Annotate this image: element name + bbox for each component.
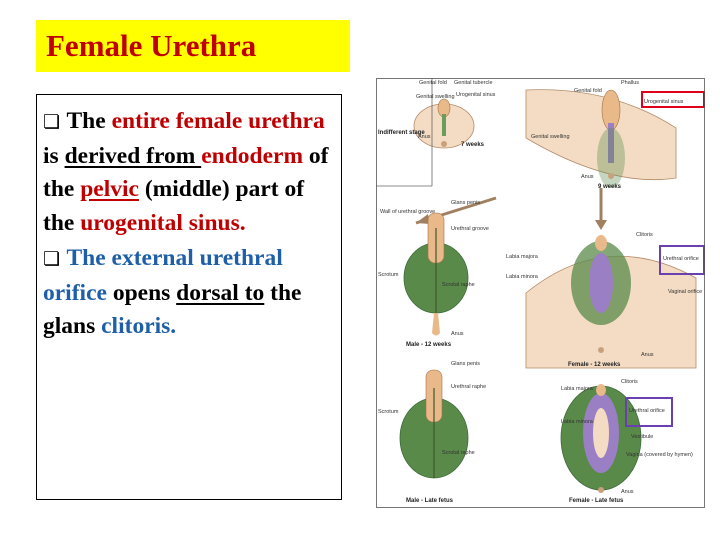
label: Genital fold [419, 80, 447, 86]
bullet-text-run: entire female urethra [111, 108, 325, 134]
bullet-text-run: urethral orifice [43, 245, 283, 306]
label: Urethral orifice [629, 408, 665, 414]
text-box: ❏ The entire female urethra is derived f… [36, 94, 342, 500]
label: Clitoris [621, 379, 638, 385]
label: 7 weeks [461, 142, 485, 148]
label: Urethral raphe [451, 384, 486, 390]
label: Vagina (covered by hymen) [626, 452, 693, 458]
bullet-text-run: (middle) part of the [43, 176, 305, 236]
label: Indifferent stage [378, 130, 425, 136]
embryology-figure: Genital fold Genital tubercle Urogenital… [376, 78, 706, 508]
bullet-text-run: of the [43, 142, 329, 203]
bullet-text-run: The external [66, 245, 200, 271]
label: Scrotum [378, 409, 399, 415]
label: Male - Late fetus [406, 498, 454, 504]
label: Anus [581, 174, 594, 180]
urethral-orifice-box [659, 245, 705, 275]
label: Male - 12 weeks [406, 342, 452, 348]
figure-svg: Genital fold Genital tubercle Urogenital… [376, 78, 705, 508]
male-late-fetus [399, 369, 469, 479]
label: Anus [641, 352, 654, 358]
label: Anus [621, 489, 634, 495]
urethral-orifice-box-late [625, 397, 673, 427]
label: Phallus [621, 80, 639, 86]
title-box: Female Urethra [36, 20, 350, 72]
label: Labia minora [561, 419, 594, 425]
label: Glans penis [451, 361, 480, 367]
bullet-icon: ❏ [43, 248, 61, 270]
bullet-text-run: clitoris. [101, 313, 177, 339]
label: Vestibule [631, 434, 653, 440]
label: Anus [451, 331, 464, 337]
label: Vaginal orifice [668, 289, 702, 295]
female-late-fetus [560, 384, 642, 493]
label: Glans penis [451, 200, 480, 206]
bullet-icon: ❏ [43, 111, 61, 133]
label: Female - Late fetus [569, 498, 624, 504]
label: Urethral orifice [663, 256, 699, 262]
male-12wk [403, 212, 469, 336]
label: Urethral groove [451, 226, 489, 232]
label: Scrotal raphe [442, 450, 475, 456]
label: Scrotum [378, 272, 399, 278]
indifferent-stage-9wk [525, 89, 677, 188]
indifferent-stage-7wk [413, 98, 475, 149]
label: Anus [418, 134, 431, 140]
label: Labia minora [506, 274, 539, 280]
bullet-text-run: opens [106, 279, 177, 306]
label: Labia majora [561, 386, 594, 392]
label: Urogenital sinus [456, 92, 496, 98]
bullet-2: ❏ The external urethral orifice opens do… [43, 242, 335, 344]
page-title: Female Urethra [46, 28, 257, 63]
label: Genital swelling [416, 94, 455, 100]
bullet-text-run: pelvic [80, 176, 139, 202]
label: 9 weeks [598, 184, 622, 190]
label: Labia majora [506, 254, 539, 260]
bullet-text-run: derived from [64, 142, 202, 169]
bullet-text-run: urogenital sinus. [80, 209, 246, 236]
label: Genital tubercle [454, 80, 493, 86]
bullet-text-run: dorsal to [176, 279, 265, 306]
label: Wall of urethral groove [380, 209, 435, 215]
urogenital-sinus-box [641, 91, 705, 108]
bullet-1: ❏ The entire female urethra is derived f… [43, 105, 335, 240]
label: Scrotal raphe [442, 282, 475, 288]
bullet-text-run: endoderm [201, 142, 304, 169]
label: Clitoris [636, 232, 653, 238]
label: Urogenital sinus [644, 99, 684, 105]
label: Female - 12 weeks [568, 362, 621, 368]
bullet-text-run: is [43, 142, 65, 169]
label: Genital fold [574, 88, 602, 94]
bullet-text-run: the glans [43, 279, 302, 340]
female-12wk [525, 235, 697, 369]
label: Genital swelling [531, 134, 570, 140]
bullet-text-run: The [66, 108, 112, 134]
